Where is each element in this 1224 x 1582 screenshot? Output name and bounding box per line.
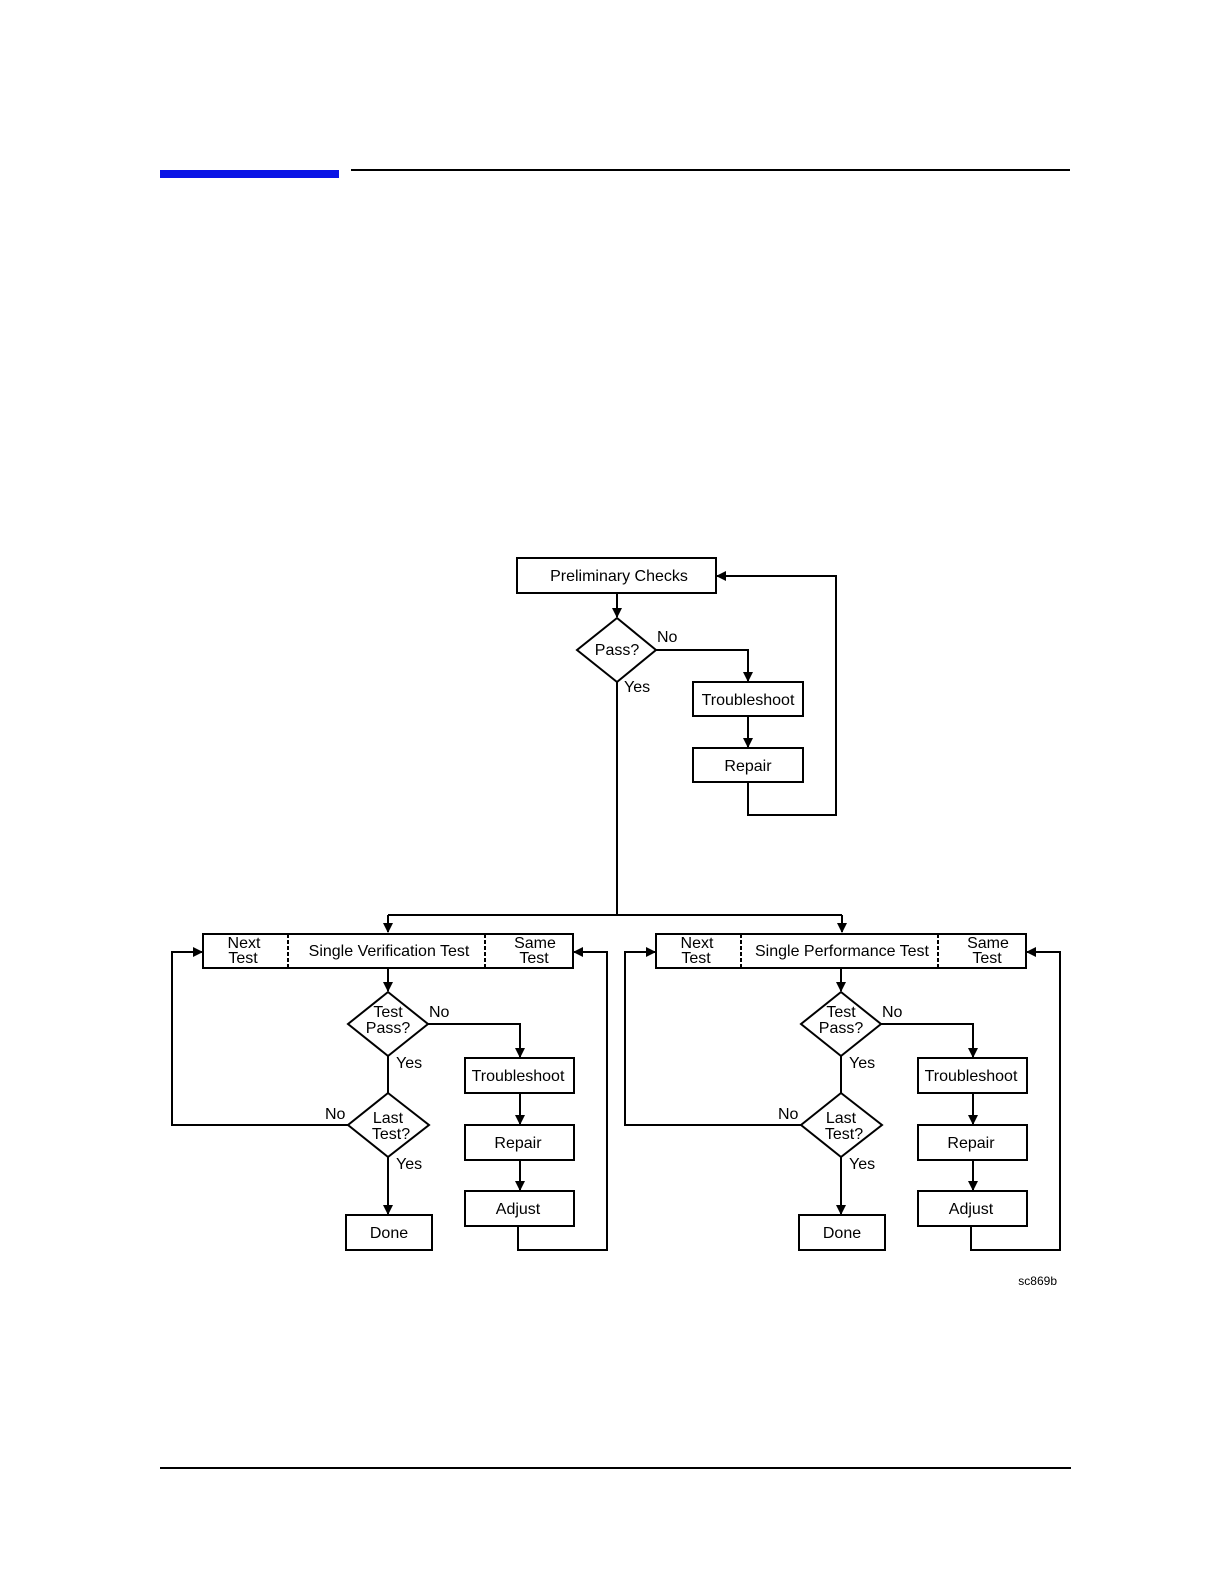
repair-label-top: Repair bbox=[724, 758, 772, 775]
pass-label: Pass? bbox=[595, 642, 640, 659]
test-pass-no-label-p: No bbox=[882, 1004, 903, 1021]
pass-yes-label: Yes bbox=[624, 679, 650, 696]
performance-title: Single Performance Test bbox=[755, 943, 930, 960]
arrow-v-next-test-loop bbox=[172, 952, 348, 1125]
test-pass-yes-label-v: Yes bbox=[396, 1055, 422, 1072]
same-test-label-p: Test bbox=[972, 950, 1002, 967]
adjust-label-v: Adjust bbox=[496, 1201, 541, 1218]
arrow-p-next-test-loop bbox=[625, 952, 801, 1125]
last-test-label-p: Last bbox=[826, 1110, 857, 1127]
arrow-p-pass-no bbox=[881, 1024, 973, 1057]
last-test-label-p: Test? bbox=[825, 1126, 863, 1143]
adjust-label-p: Adjust bbox=[949, 1201, 994, 1218]
repair-label-p: Repair bbox=[947, 1135, 995, 1152]
last-test-label-v: Test? bbox=[372, 1126, 410, 1143]
arrow-pass-no bbox=[656, 650, 748, 681]
verification-title: Single Verification Test bbox=[309, 943, 470, 960]
done-label-p: Done bbox=[823, 1225, 861, 1242]
troubleshoot-label-p: Troubleshoot bbox=[925, 1068, 1018, 1085]
test-pass-label-v: Pass? bbox=[366, 1020, 411, 1037]
done-label-v: Done bbox=[370, 1225, 408, 1242]
last-test-no-label-v: No bbox=[325, 1106, 346, 1123]
last-test-label-v: Last bbox=[373, 1110, 404, 1127]
preliminary-checks-label: Preliminary Checks bbox=[550, 568, 688, 585]
test-pass-label-p: Test bbox=[826, 1004, 856, 1021]
repair-label-v: Repair bbox=[494, 1135, 542, 1152]
test-pass-label-v: Test bbox=[373, 1004, 403, 1021]
test-pass-yes-label-p: Yes bbox=[849, 1055, 875, 1072]
footer-rule bbox=[160, 1467, 1071, 1469]
troubleshoot-label-v: Troubleshoot bbox=[472, 1068, 565, 1085]
test-pass-no-label-v: No bbox=[429, 1004, 450, 1021]
test-pass-label-p: Pass? bbox=[819, 1020, 864, 1037]
figure-id-label: sc869b bbox=[1018, 1274, 1057, 1288]
next-test-label-v: Test bbox=[228, 950, 258, 967]
same-test-label-v: Test bbox=[519, 950, 549, 967]
pass-no-label: No bbox=[657, 629, 678, 646]
last-test-yes-label-v: Yes bbox=[396, 1156, 422, 1173]
arrow-v-pass-no bbox=[428, 1024, 520, 1057]
last-test-no-label-p: No bbox=[778, 1106, 799, 1123]
troubleshoot-label-top: Troubleshoot bbox=[702, 692, 795, 709]
last-test-yes-label-p: Yes bbox=[849, 1156, 875, 1173]
next-test-label-p: Test bbox=[681, 950, 711, 967]
